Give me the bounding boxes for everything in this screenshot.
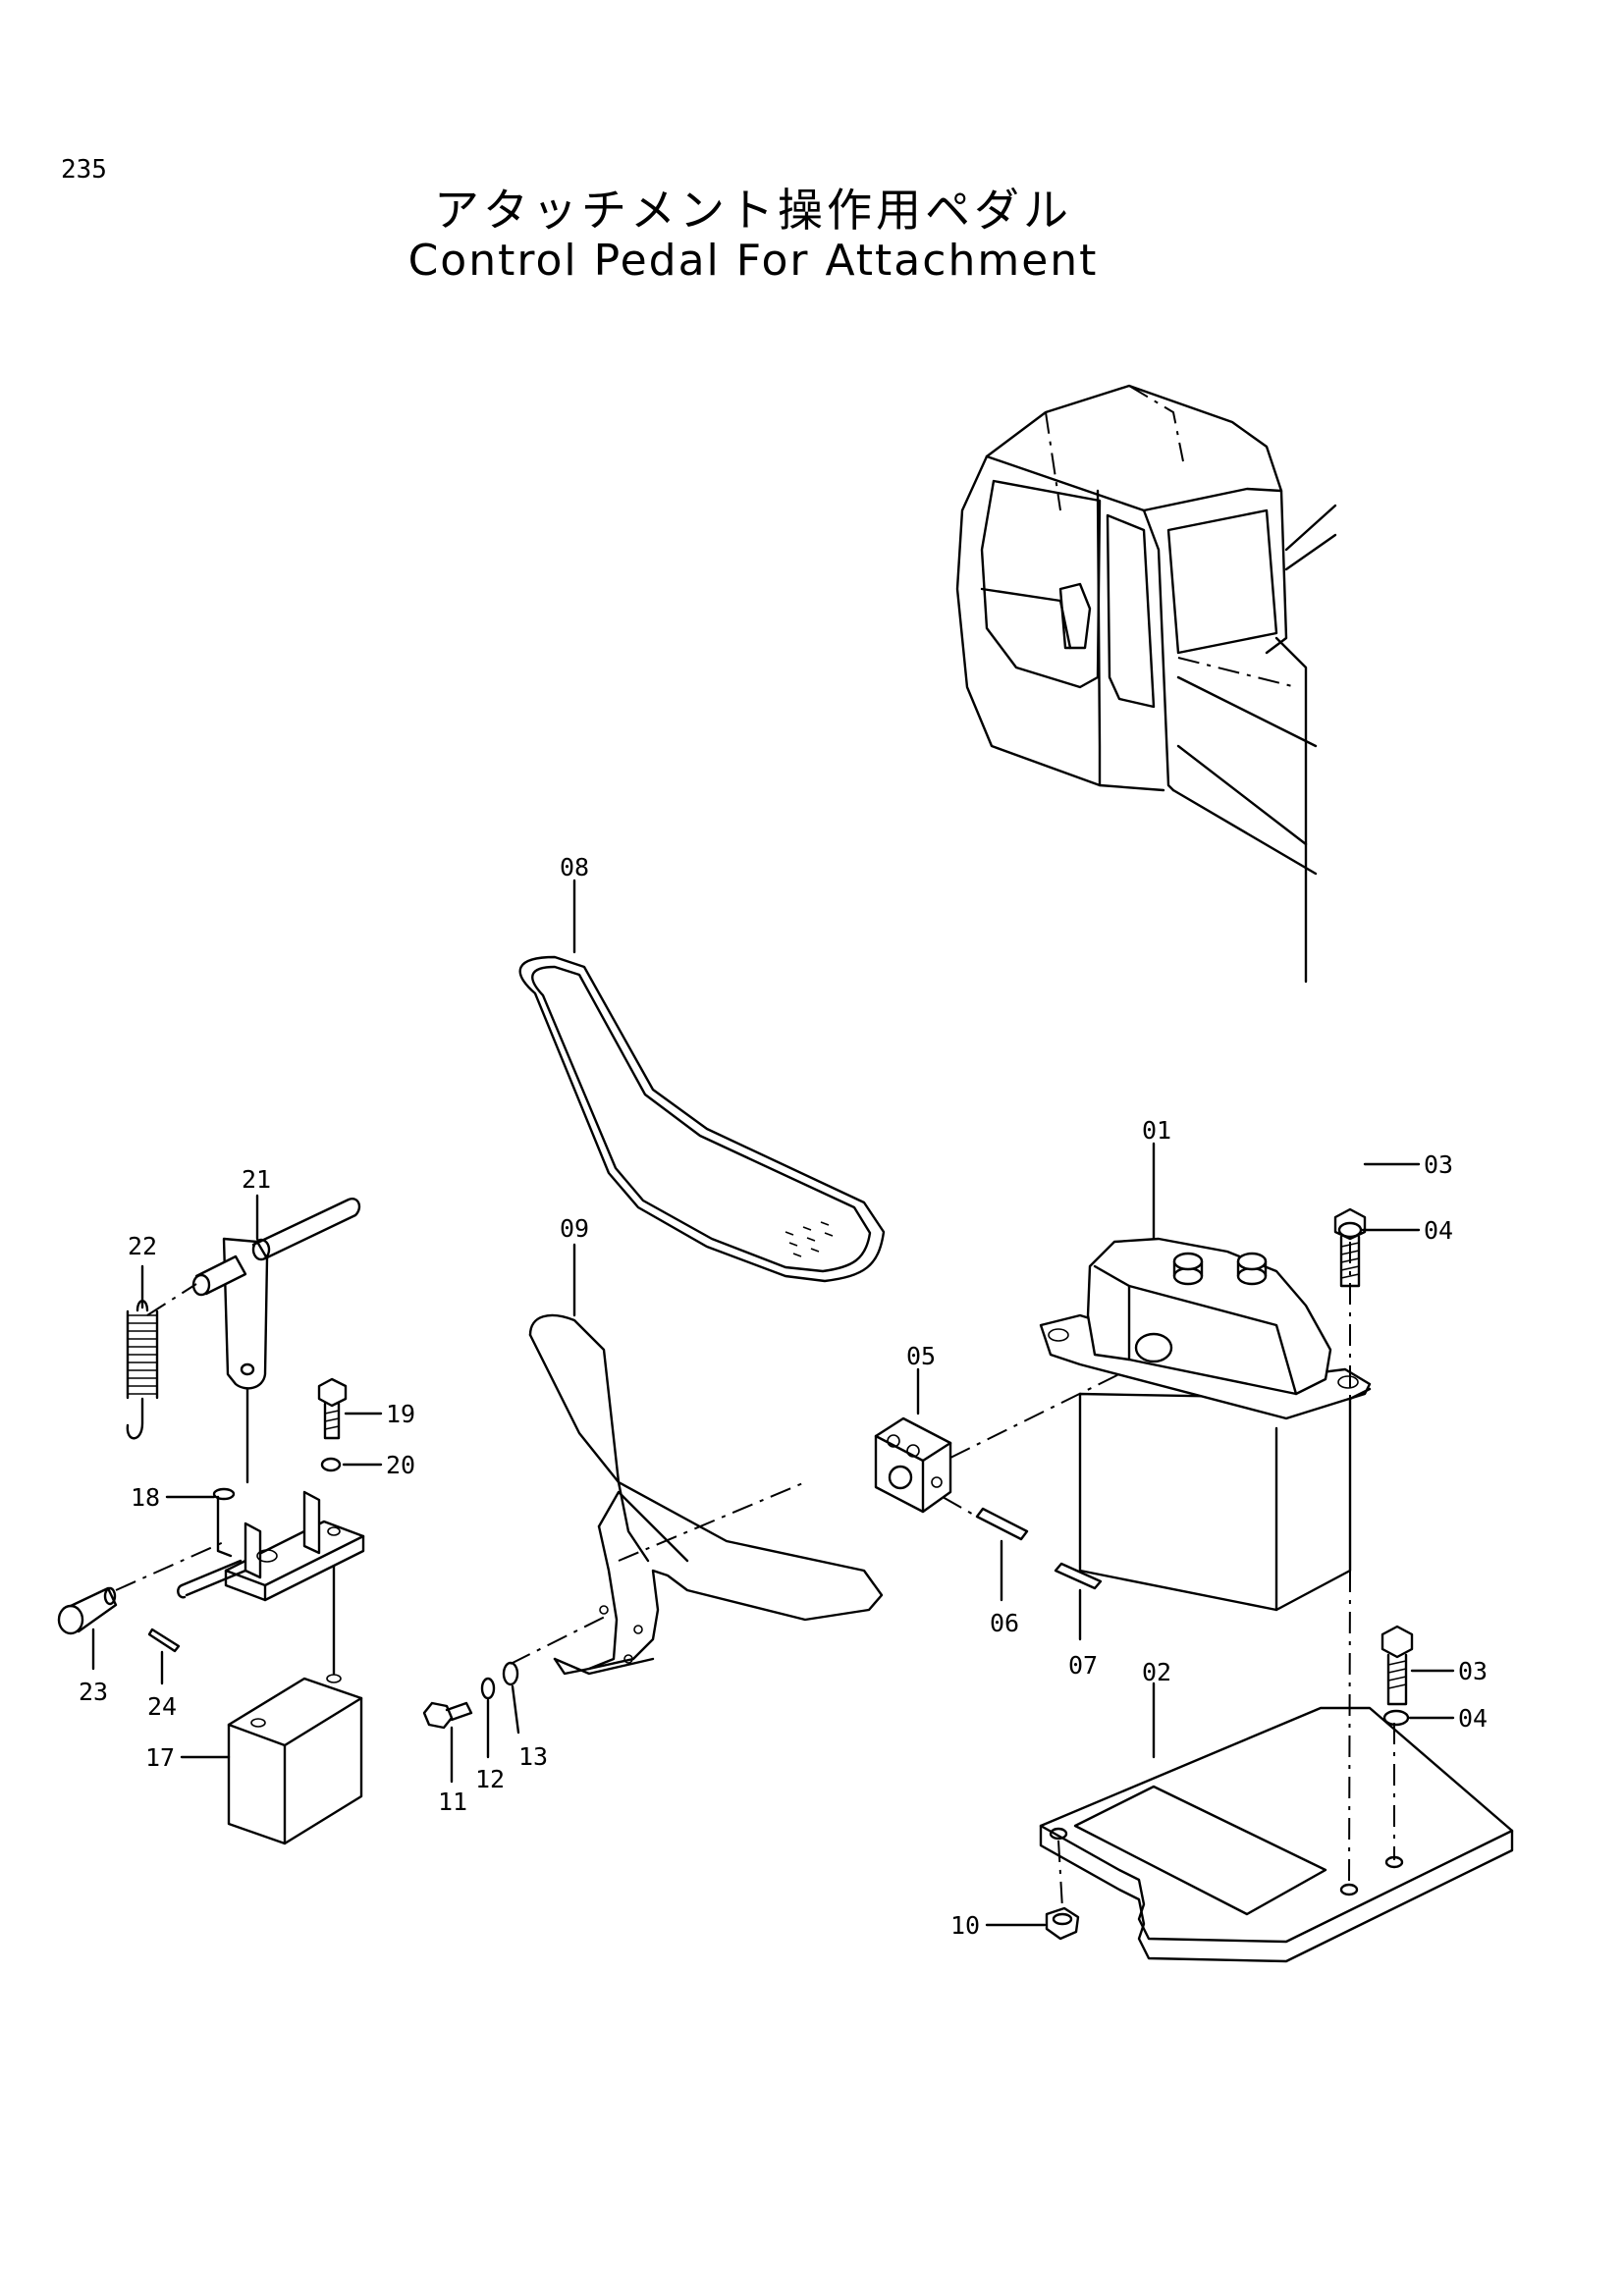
- callout-13: 13: [518, 1742, 548, 1771]
- part-22-spring: [126, 1264, 197, 1440]
- callout-06: 06: [990, 1609, 1019, 1637]
- callout-20: 20: [386, 1451, 415, 1479]
- callout-08: 08: [560, 853, 589, 881]
- callout-21: 21: [242, 1165, 271, 1194]
- callout-11: 11: [438, 1788, 467, 1816]
- part-04-washer-bottom: [1382, 1709, 1455, 1727]
- part-10-nut: [985, 1840, 1080, 1941]
- part-05-block: [874, 1363, 1140, 1514]
- part-18-bracket: [165, 1387, 365, 1602]
- callout-23: 23: [79, 1678, 108, 1706]
- callout-09: 09: [560, 1214, 589, 1243]
- callout-22: 22: [128, 1232, 157, 1260]
- part-12-washer: [480, 1677, 496, 1759]
- part-19-bolt: [317, 1377, 383, 1440]
- callout-05: 05: [906, 1342, 936, 1370]
- part-08-pedal-pad: [518, 879, 886, 1283]
- callout-18: 18: [131, 1483, 160, 1512]
- part-02-base-plate: [1039, 1570, 1514, 1963]
- callout-03-top: 03: [1424, 1150, 1453, 1179]
- callout-04-top: 04: [1424, 1216, 1453, 1245]
- callout-04-bottom: 04: [1458, 1704, 1488, 1733]
- callout-19: 19: [386, 1400, 415, 1428]
- part-17-block: [180, 1524, 363, 1845]
- part-03-bolt-bottom: [1380, 1625, 1455, 1706]
- title-japanese: アタッチメント操作用ペダル: [434, 184, 1072, 237]
- callout-12: 12: [475, 1765, 505, 1793]
- title-english: Control Pedal For Attachment: [407, 236, 1099, 286]
- callout-02: 02: [1142, 1658, 1171, 1686]
- part-04-washer-top: [1337, 1221, 1421, 1414]
- part-01-pilot-valve: [1039, 1142, 1372, 1612]
- part-06-pin: [942, 1496, 1029, 1602]
- page-number: 235: [61, 155, 107, 185]
- part-21-lever: [191, 1194, 361, 1390]
- callout-03-bottom: 03: [1458, 1657, 1488, 1685]
- cab-overview-illustration: [955, 384, 1337, 984]
- part-03-bolt-top: [1333, 1162, 1421, 1288]
- part-23-pin: [57, 1540, 227, 1671]
- part-09-pedal: [510, 1243, 884, 1676]
- part-07-pin: [1054, 1562, 1103, 1641]
- callout-07: 07: [1068, 1651, 1098, 1680]
- part-13-washer: [502, 1661, 520, 1735]
- callout-17: 17: [145, 1743, 175, 1772]
- callout-01: 01: [1142, 1116, 1171, 1145]
- callout-10: 10: [950, 1911, 980, 1940]
- callout-labels: 01 02 03 03 04 04 05 06 07 08 09 10 11 1…: [79, 853, 1488, 1940]
- callout-24: 24: [147, 1692, 177, 1721]
- part-20-washer: [320, 1457, 383, 1472]
- part-11-bolt: [422, 1701, 473, 1784]
- part-24-cotter-pin: [147, 1628, 181, 1685]
